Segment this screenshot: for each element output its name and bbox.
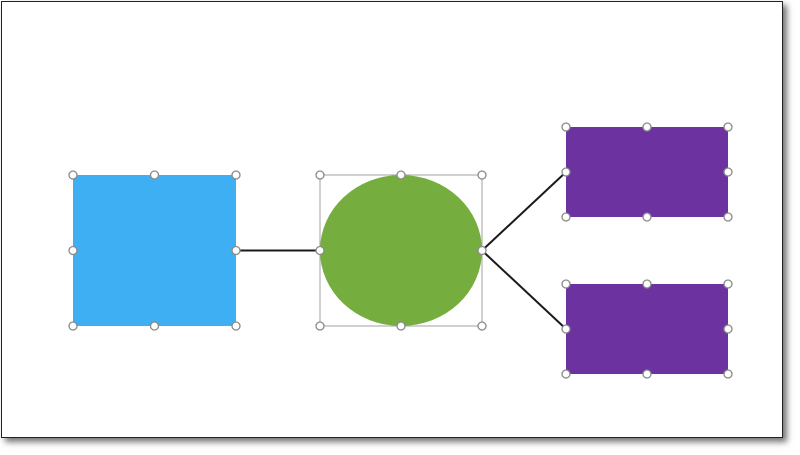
square-shape[interactable]	[73, 175, 236, 326]
resize-handle-ne[interactable]	[231, 170, 241, 180]
resize-handle-e[interactable]	[477, 245, 487, 256]
resize-handle-s[interactable]	[149, 321, 160, 331]
resize-handle-nw[interactable]	[561, 122, 571, 132]
rect-top-shape[interactable]	[566, 127, 728, 217]
resize-handle-nw[interactable]	[68, 170, 78, 180]
resize-handle-sw[interactable]	[315, 321, 325, 331]
resize-handle-sw[interactable]	[68, 321, 78, 331]
resize-handle-w[interactable]	[561, 324, 571, 334]
resize-handle-w[interactable]	[561, 167, 571, 177]
resize-handle-ne[interactable]	[723, 279, 733, 289]
resize-handle-w[interactable]	[68, 245, 78, 256]
resize-handle-nw[interactable]	[315, 170, 325, 180]
resize-handle-s[interactable]	[642, 369, 652, 379]
circle-shape[interactable]	[320, 175, 482, 326]
resize-handle-se[interactable]	[231, 321, 241, 331]
resize-handle-n[interactable]	[642, 122, 652, 132]
resize-handle-se[interactable]	[477, 321, 487, 331]
resize-handle-ne[interactable]	[477, 170, 487, 180]
resize-handle-sw[interactable]	[561, 369, 571, 379]
resize-handle-e[interactable]	[723, 324, 733, 334]
rect-bottom-shape[interactable]	[566, 284, 728, 374]
resize-handle-se[interactable]	[723, 212, 733, 222]
resize-handle-ne[interactable]	[723, 122, 733, 132]
connector-circle-to-rect-bottom[interactable]	[481, 249, 567, 330]
resize-handle-e[interactable]	[723, 167, 733, 177]
resize-handle-n[interactable]	[642, 279, 652, 289]
resize-handle-w[interactable]	[315, 245, 325, 256]
resize-handle-n[interactable]	[149, 170, 160, 180]
resize-handle-s[interactable]	[642, 212, 652, 222]
resize-handle-n[interactable]	[396, 170, 406, 180]
resize-handle-nw[interactable]	[561, 279, 571, 289]
resize-handle-se[interactable]	[723, 369, 733, 379]
resize-handle-s[interactable]	[396, 321, 406, 331]
resize-handle-e[interactable]	[231, 245, 241, 256]
resize-handle-sw[interactable]	[561, 212, 571, 222]
connector-circle-to-rect-top[interactable]	[481, 171, 567, 252]
